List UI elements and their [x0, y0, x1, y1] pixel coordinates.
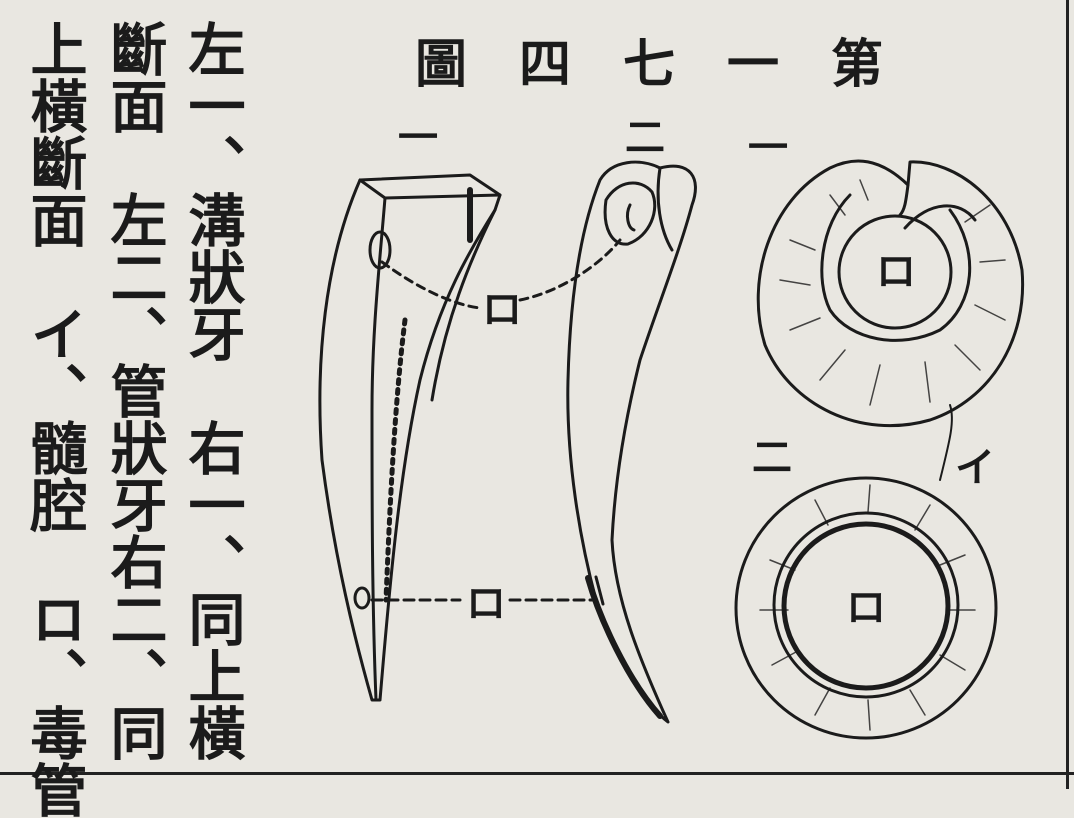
label-i-pulp: イ [955, 448, 995, 488]
tubular-fang [568, 162, 696, 722]
label-ro-circle-bottom: ロ [846, 588, 886, 628]
label-ro-circle-top: ロ [876, 252, 916, 292]
label-ro-connector-bottom: ロ [466, 584, 506, 624]
label-ro-connector-top: ロ [482, 290, 522, 330]
label-left-one: 一 [398, 118, 438, 158]
label-left-two: 二 [625, 118, 665, 158]
label-right-one: 一 [748, 128, 788, 168]
label-right-two: 二 [752, 438, 792, 478]
fang-illustration [0, 0, 1074, 789]
